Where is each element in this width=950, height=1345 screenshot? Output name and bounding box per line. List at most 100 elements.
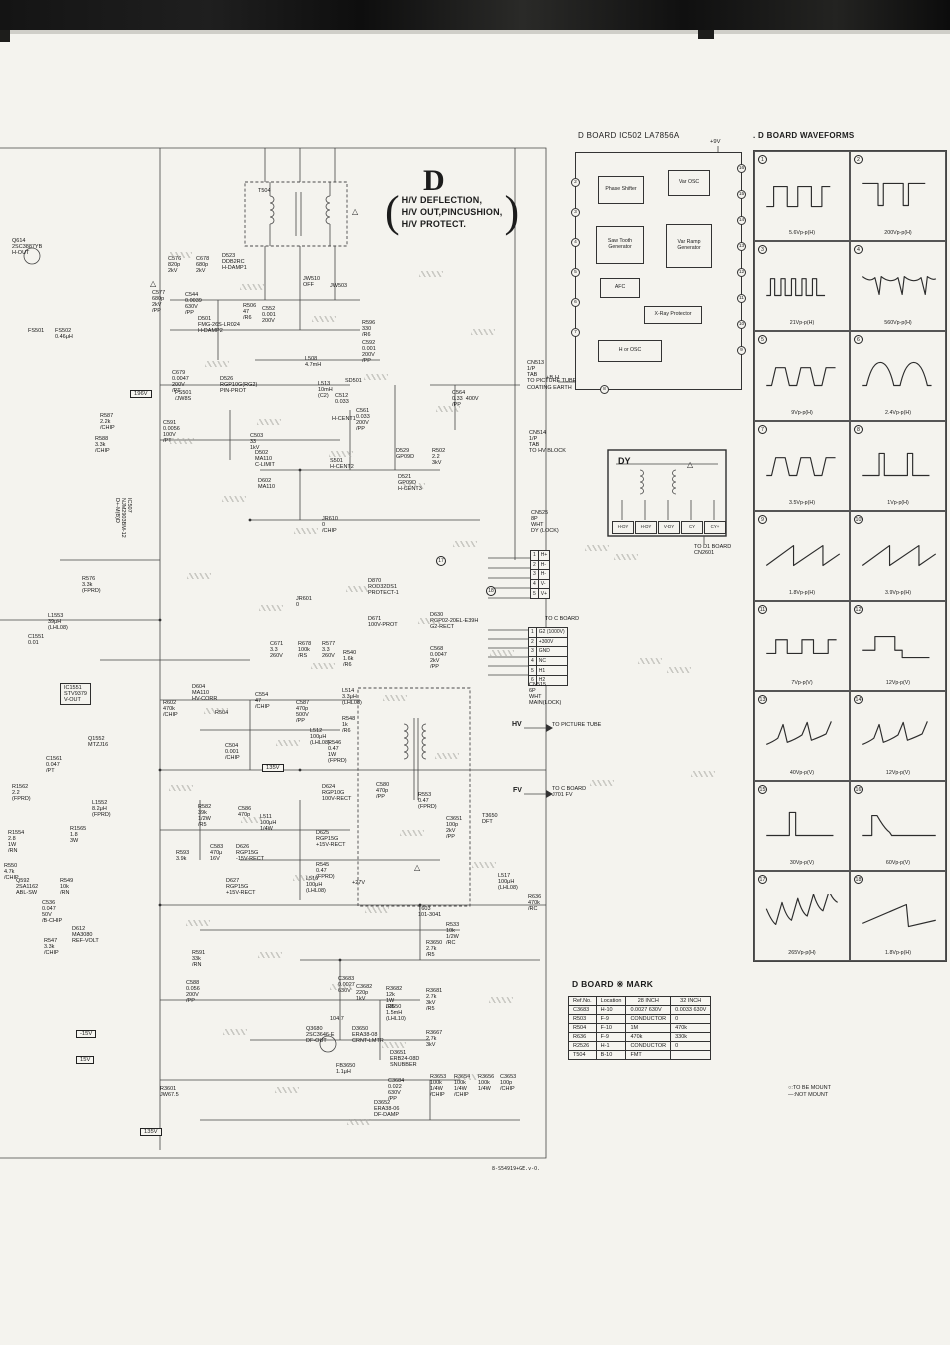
- component-label: R576 3.3k (FPRD): [82, 576, 101, 595]
- component-label: PS501 /JW8S: [175, 390, 192, 403]
- component-label: R588 3.3k /CHIP: [95, 436, 110, 455]
- waveform-caption: 21Vp-p(H): [789, 320, 815, 326]
- scan-hatch-artifact: [667, 667, 691, 673]
- mark-table-cell: F-9: [595, 1014, 627, 1024]
- ic502-bplus-label: +B H: [546, 375, 560, 381]
- component-label: C678 680p 2kV: [196, 256, 210, 275]
- waveform-caption: 265Vp-p(H): [788, 950, 816, 956]
- scan-hatch-artifact: [489, 997, 513, 1003]
- voltage-box: -15V: [76, 1030, 97, 1038]
- component-label: R636 470k /RC: [528, 894, 542, 913]
- scan-hatch-artifact: [240, 284, 264, 290]
- component-label: T504: [258, 188, 271, 194]
- mark-table-cell: CONDUCTOR: [625, 1041, 672, 1051]
- scan-hatch-artifact: [347, 1119, 371, 1125]
- scan-hatch-artifact: [453, 541, 477, 547]
- component-label: TO D1 BOARD CN2601: [694, 544, 732, 557]
- scan-hatch-artifact: [691, 771, 715, 777]
- component-label: L512 100μH (LHL08): [310, 728, 330, 747]
- scan-hatch-artifact: [168, 252, 192, 258]
- component-label: +27V: [352, 880, 365, 886]
- c-board-pin-cell: H1: [535, 665, 568, 676]
- component-label: Q3680 2SC3646-E DF-OUT: [306, 1026, 335, 1045]
- mark-table-cell: R636: [568, 1032, 597, 1042]
- mark-table-cell: F-9: [595, 1032, 627, 1042]
- ic502-block: Var Ramp Generator: [666, 224, 712, 268]
- test-point-number: 18: [486, 586, 496, 596]
- component-label: R547 3.3k /CHIP: [44, 938, 59, 957]
- waveform-number: 4: [854, 245, 863, 254]
- scan-hatch-artifact: [276, 740, 300, 746]
- component-label: C3653 100p /CHIP: [500, 1074, 517, 1093]
- component-label: D870 ROD32DS1 PROTECT-1: [368, 578, 399, 597]
- component-label: R549 10k /RN: [60, 878, 74, 897]
- component-label: SD501: [345, 378, 362, 384]
- component-label: CN525 8P WHT DY (LOCK): [531, 510, 559, 535]
- c-board-pin-cell: 5: [528, 665, 537, 676]
- waveform-trace: [862, 814, 936, 837]
- component-label: R546 0.47 1W (FPRD): [328, 740, 347, 765]
- mark-table-cell: 1M: [625, 1023, 672, 1033]
- component-label: R591 33k /RN: [192, 950, 206, 969]
- waveform-caption: 3.9Vp-p(H): [885, 590, 911, 596]
- cn525-pin-cell: 4: [530, 578, 539, 590]
- component-label: CN514 1/P TAB TO HV BLOCK: [529, 430, 566, 455]
- voltage-box: 15V: [76, 1056, 95, 1064]
- component-label: C576 820p 2kV: [168, 256, 182, 275]
- component-label: D502 MA110 C-LIMIT: [255, 450, 275, 469]
- waveform-caption: 1Vp-p(H): [887, 500, 909, 506]
- component-label: S501 H-CENT2: [330, 458, 354, 471]
- board-function-note: ( H/V DEFLECTION, H/V OUT,PINCUSHION, H/…: [385, 190, 519, 234]
- component-label: R550 4.7k /CHIP: [4, 863, 19, 882]
- c-board-pin-cell: 4: [528, 655, 537, 667]
- scan-hatch-artifact: [383, 695, 407, 701]
- component-label: R548 1k /R6: [342, 716, 356, 735]
- voltage-box: 135V: [262, 764, 284, 772]
- component-label: C3651 100p 2kV /PP: [446, 816, 463, 841]
- ic502-block: X-Ray Protector: [644, 306, 702, 324]
- ic502-block: Phase Shifter: [598, 176, 644, 204]
- component-label: JW510 OFF: [303, 276, 321, 289]
- warning-triangle-icon: △: [352, 207, 359, 216]
- scan-hatch-artifact: [401, 483, 425, 489]
- waveform-trace: [862, 182, 926, 207]
- component-label: R3656 100k 1/4W: [478, 1074, 495, 1093]
- waveform-caption: 3.5Vp-p(H): [789, 500, 815, 506]
- component-label: C1561 0.047 /PT: [46, 756, 63, 775]
- component-label: T3650 DFT: [482, 813, 498, 826]
- component-label: R3682 12k 1W /R5: [386, 986, 403, 1011]
- ic502-pin: 4: [571, 238, 580, 247]
- scan-hatch-artifact: [312, 316, 336, 322]
- waveform-number: 10: [854, 515, 863, 524]
- waveform-cell: 10 3.9Vp-p(H): [850, 511, 946, 601]
- ic502-block: H or OSC: [598, 340, 662, 362]
- component-label: C577 680p 2kV /PP: [152, 290, 166, 315]
- c-board-pin-cell: GND: [535, 646, 568, 657]
- ic502-pin: 15: [737, 190, 746, 199]
- dy-pin-box: V-DY: [658, 521, 680, 534]
- scan-artifact-band: [0, 0, 950, 30]
- component-label: R587 2.2k /CHIP: [100, 413, 115, 432]
- component-label: C3684 0.022 630V /PP: [388, 1078, 405, 1103]
- component-label: D624 RGP10G 100V-RECT: [322, 784, 352, 803]
- test-point-number: 17: [436, 556, 446, 566]
- mark-table-cell: R504: [568, 1023, 597, 1033]
- cn525-pin-cell: V-: [537, 578, 551, 590]
- board-letter: D: [423, 164, 445, 197]
- mark-table-notes: ○:TO BE MOUNT —:NOT MOUNT: [788, 1085, 831, 1100]
- waveform-trace: [766, 367, 836, 387]
- component-label: D3651 ERB24-08D SNUBBER: [390, 1050, 420, 1069]
- waveform-trace: [862, 903, 936, 928]
